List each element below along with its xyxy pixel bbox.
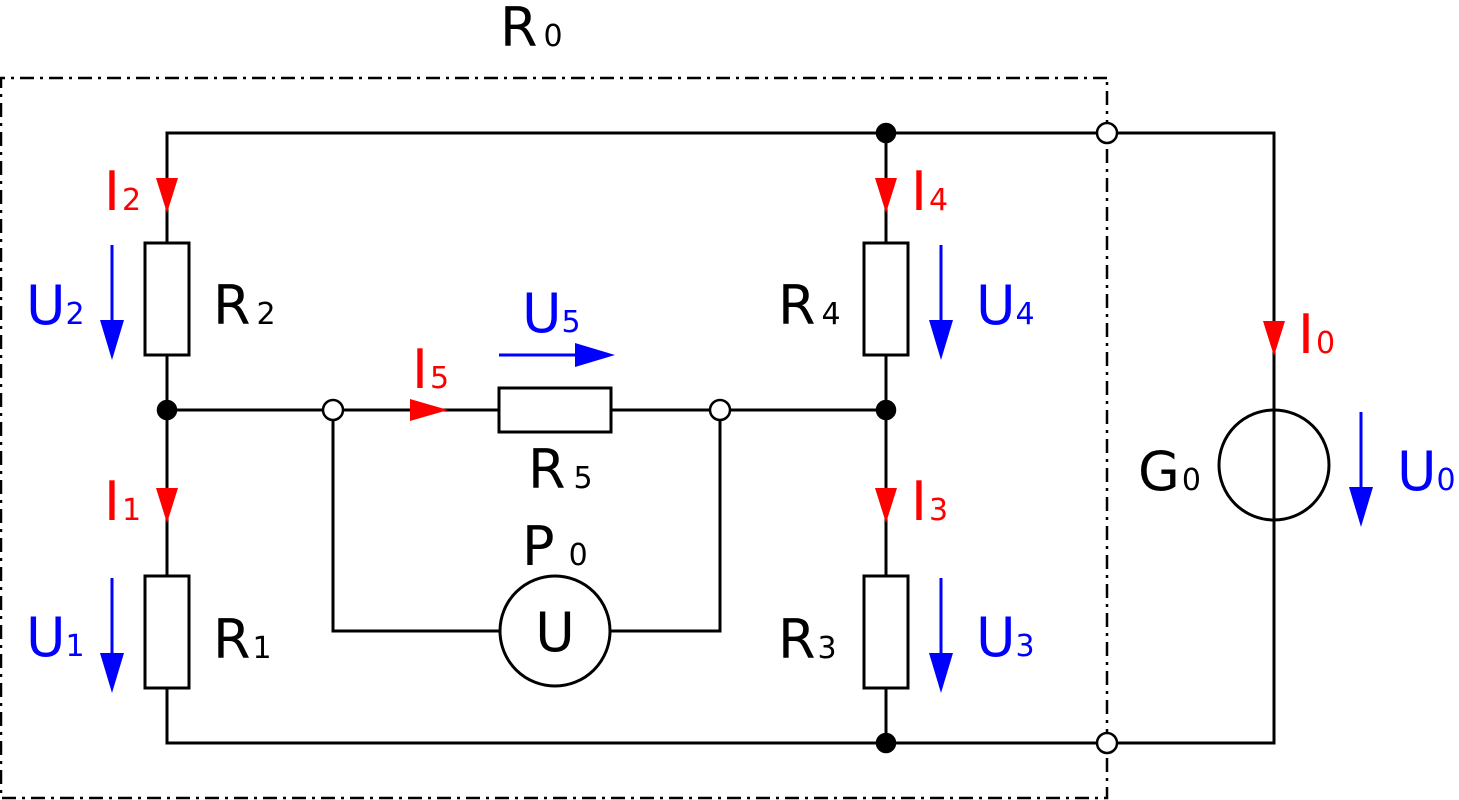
voltage-arrow-u3: [929, 578, 953, 693]
label-i4: I4: [911, 160, 948, 223]
current-arrow-i2: [156, 178, 178, 213]
current-arrow-i3: [875, 488, 897, 523]
resistor-r1: [143, 574, 191, 690]
label-i1: I1: [104, 470, 141, 533]
voltage-arrow-u1: [100, 578, 124, 693]
label-r3: R3: [778, 608, 837, 671]
boundary-box: [0, 76, 1109, 800]
nodes: [156, 121, 1119, 755]
label-u5: U5: [522, 282, 581, 345]
label-u3: U3: [976, 606, 1035, 669]
voltage-arrows: [100, 245, 1373, 693]
current-labels: I2 I4 I1 I3 I0 I5: [104, 160, 1335, 533]
resistor-r5: [497, 386, 613, 434]
voltage-arrow-u4: [929, 245, 953, 360]
meter-wire-right: [610, 410, 722, 633]
node-bottom-right: [875, 732, 897, 754]
resistors: [143, 241, 910, 690]
label-r1: R1: [213, 608, 272, 671]
voltmeter-symbol: U: [535, 601, 575, 664]
label-i5: I5: [412, 338, 449, 401]
node-right-mid: [875, 399, 897, 421]
meter-wire-left: [331, 410, 500, 633]
voltage-arrow-u5: [499, 343, 615, 367]
label-u4: U4: [976, 274, 1035, 337]
label-u0: U0: [1397, 440, 1456, 503]
terminal-meter-right: [708, 398, 732, 422]
current-arrow-i5: [410, 399, 448, 421]
resistor-r4: [862, 241, 910, 357]
terminal-bottom: [1095, 731, 1119, 755]
label-g0: G0: [1138, 440, 1201, 503]
voltage-arrow-u0: [1349, 412, 1373, 527]
current-arrows: [156, 178, 1285, 523]
label-u1: U1: [26, 606, 85, 669]
current-arrow-i4: [875, 178, 897, 213]
resistor-r2: [143, 241, 191, 357]
label-i0: I0: [1298, 303, 1335, 366]
terminal-meter-left: [321, 398, 345, 422]
label-i2: I2: [104, 160, 141, 223]
voltmeter-circle: [498, 574, 612, 688]
label-u2: U2: [26, 274, 85, 337]
terminal-top: [1095, 121, 1119, 145]
label-i3: I3: [911, 470, 948, 533]
current-arrow-i1: [156, 488, 178, 523]
voltage-arrow-u2: [100, 245, 124, 360]
resistor-r3: [862, 574, 910, 690]
node-top-right: [875, 122, 897, 144]
node-left-mid: [156, 399, 178, 421]
current-arrow-i0: [1263, 321, 1285, 356]
bottom-wire: [165, 520, 1276, 745]
voltage-labels: U2 U1 U4 U3 U0 U5: [26, 274, 1456, 669]
